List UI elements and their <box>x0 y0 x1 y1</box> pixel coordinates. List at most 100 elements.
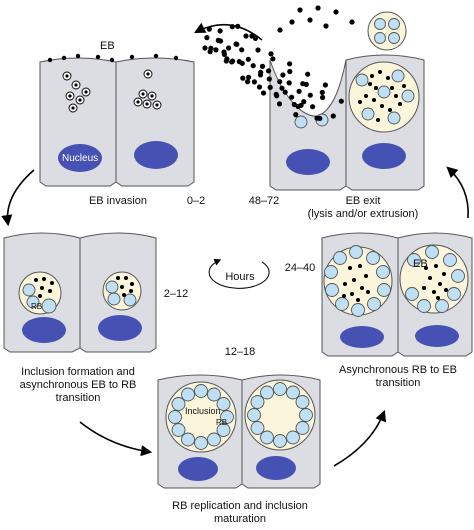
panel-rb-replication <box>157 374 321 489</box>
eb-group <box>358 70 406 122</box>
eb-particle <box>274 93 280 99</box>
eb-particle <box>213 47 219 53</box>
eb-particle <box>301 99 307 105</box>
panel-eb-exit <box>202 5 425 191</box>
eb-particle <box>349 19 355 25</box>
rb-particle <box>247 408 261 422</box>
eb-particle <box>277 79 283 85</box>
rb-particle <box>181 432 195 447</box>
eb-particle <box>204 35 210 41</box>
eb-particle <box>282 89 288 95</box>
rb-label-panel3: RB <box>216 418 228 427</box>
rb-ring <box>168 384 234 450</box>
stage-time-async: 24–40 <box>284 262 316 274</box>
eb-particle <box>223 58 229 64</box>
eb-particle <box>338 98 344 104</box>
rb-particle <box>349 245 363 259</box>
eb-particle <box>424 266 428 270</box>
eb-particle <box>348 266 352 270</box>
eb-particle <box>260 90 267 96</box>
eb-particle <box>315 5 321 11</box>
eb-particle <box>286 80 292 86</box>
stage-time-rb-replication: 12–18 <box>224 346 256 358</box>
stage-title-replication-line1: RB replication and inclusion <box>172 500 308 512</box>
eb-particle <box>239 47 245 53</box>
nucleus <box>256 456 296 480</box>
eb-particle <box>390 86 394 90</box>
rb-particle <box>286 385 300 400</box>
arrow-exit-to-invasion <box>194 22 263 41</box>
rb-particle <box>366 251 380 265</box>
arrow-invasion-to-inclusion <box>1 169 35 227</box>
rb-particle <box>286 430 300 445</box>
eb-particle <box>352 278 356 282</box>
rb-particle <box>333 251 347 265</box>
eb-particle <box>277 27 283 33</box>
nucleus <box>340 326 384 348</box>
rb-particle <box>250 421 265 435</box>
stage-title-inclusion-line3: transition <box>55 392 101 404</box>
cycle-arrows <box>1 22 469 467</box>
eb-particle <box>305 71 311 77</box>
rb-particle <box>181 387 195 402</box>
eb-particle <box>297 7 303 13</box>
eb-particle <box>289 94 295 100</box>
rb-particle <box>451 269 465 283</box>
eb-particle <box>314 115 320 121</box>
eb-particle <box>259 63 266 69</box>
eb-particle <box>233 41 239 47</box>
stage-title-async-line2: transition <box>375 377 421 389</box>
eb-particle <box>366 290 370 294</box>
rb-particle <box>250 395 265 409</box>
rb-particle <box>374 32 386 44</box>
eb-particle <box>330 113 336 119</box>
eb-particle <box>255 47 261 53</box>
nucleus <box>22 317 66 343</box>
eb-particle <box>432 290 436 294</box>
rb-particle <box>325 283 339 297</box>
eb-particle <box>287 61 293 67</box>
eb-particle <box>221 49 227 55</box>
panel-inclusion-formation <box>3 232 157 353</box>
eb-group <box>342 264 448 302</box>
nucleus <box>134 141 178 169</box>
eb-label-panel4: EB <box>413 258 428 270</box>
rb-particle <box>260 430 274 445</box>
rb-particle <box>216 397 231 411</box>
rb-particle <box>407 253 421 267</box>
eb-particle <box>358 100 362 104</box>
rb-particle <box>361 107 375 121</box>
rb-particle <box>374 18 386 30</box>
eb-particle <box>378 70 382 74</box>
eb-particle <box>258 69 264 75</box>
rb-particle <box>351 303 365 317</box>
eb-particle <box>276 101 283 107</box>
eb-particle <box>287 68 293 75</box>
eb-particle <box>296 88 302 94</box>
eb-particle <box>388 108 392 112</box>
stage-title-eb-exit-line2: (lysis and/or extrusion) <box>307 208 419 220</box>
rb-particle <box>295 421 310 435</box>
eb-particle <box>402 84 406 88</box>
eb-particle <box>266 76 272 82</box>
nucleus <box>98 315 142 341</box>
hours-clock <box>208 259 270 289</box>
eb-particle <box>428 276 432 280</box>
eb-particle <box>245 56 251 62</box>
eb-particle <box>307 17 313 23</box>
rb-particle <box>435 299 449 313</box>
eb-particle <box>217 28 223 34</box>
eb-particle <box>279 85 285 91</box>
eb-particle <box>267 84 273 90</box>
stage-time-eb-invasion: 0–2 <box>186 195 206 207</box>
rb-particle <box>295 395 310 409</box>
eb-particle <box>252 35 259 42</box>
eb-particle <box>322 82 328 88</box>
stage-title-replication-line2: maturation <box>214 513 266 525</box>
eb-particle <box>319 89 325 95</box>
eb-particle <box>398 102 402 106</box>
nucleus-label: Nucleus <box>62 153 99 164</box>
nucleus <box>286 149 330 175</box>
eb-particle <box>368 82 372 86</box>
panel-eb-invasion <box>39 53 195 187</box>
